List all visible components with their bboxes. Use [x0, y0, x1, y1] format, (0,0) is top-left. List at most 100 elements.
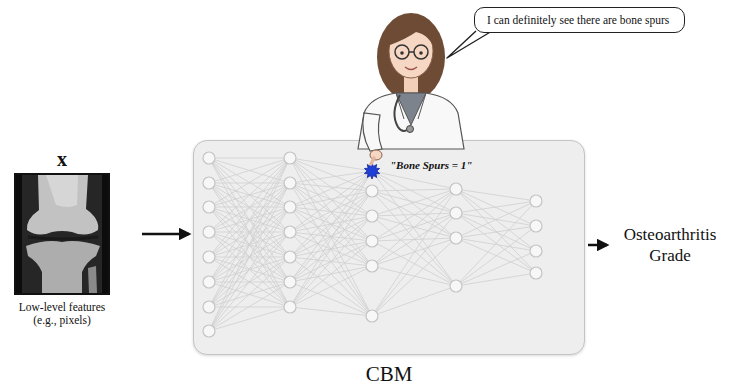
speech-bubble: I can definitely see there are bone spur…	[474, 7, 685, 33]
network-link	[456, 189, 536, 251]
illustration-part	[363, 113, 382, 151]
output-node: Osteoarthritis Grade	[610, 224, 730, 266]
illustration-part	[387, 19, 435, 51]
network-link	[290, 191, 372, 307]
network-unit	[203, 177, 215, 189]
network-unit	[366, 235, 378, 247]
network-link	[290, 171, 372, 183]
concept-unit	[364, 163, 379, 179]
illustration-part	[16, 175, 108, 293]
network-link	[372, 171, 456, 189]
network-link	[372, 266, 456, 286]
network-unit	[203, 152, 215, 164]
network-unit	[203, 276, 215, 288]
network-link	[290, 216, 372, 307]
network-unit	[450, 232, 462, 244]
model-name: CBM	[194, 362, 584, 386]
network-unit	[203, 226, 215, 238]
illustration-part	[88, 266, 97, 293]
network-link	[209, 158, 290, 183]
model-box: CBM "Bone Spurs = 1"	[193, 140, 585, 355]
network-link	[372, 189, 456, 216]
network-link	[456, 238, 536, 251]
network-link	[209, 158, 290, 232]
speech-text: I can definitely see there are bone spur…	[487, 13, 672, 27]
network-link	[209, 158, 290, 331]
network-link	[372, 213, 456, 266]
network-link	[372, 216, 456, 286]
network-link	[372, 213, 456, 216]
network-link	[372, 191, 456, 213]
network-link	[456, 273, 536, 286]
network-link	[290, 158, 372, 316]
illustration-part	[419, 51, 423, 55]
network-link	[372, 189, 456, 266]
network-link	[456, 189, 536, 201]
illustration-part	[371, 158, 374, 164]
network-unit	[203, 301, 215, 313]
illustration-part	[396, 93, 426, 119]
network-link	[372, 191, 456, 238]
concept-label: "Bone Spurs = 1"	[388, 159, 474, 172]
network-unit	[530, 195, 542, 207]
network-link	[290, 171, 372, 232]
network-link	[372, 189, 456, 316]
network-link	[290, 171, 372, 282]
network-link	[456, 226, 536, 286]
network-link	[456, 189, 536, 273]
network-unit	[284, 226, 296, 238]
network-link	[456, 201, 536, 213]
network-link	[209, 158, 290, 257]
network-link	[372, 238, 456, 316]
network-link	[290, 191, 372, 282]
network-link	[290, 241, 372, 307]
network-link	[372, 189, 456, 241]
network-link	[209, 158, 290, 207]
network-link	[372, 213, 456, 316]
illustration-part	[409, 51, 414, 53]
network-link	[456, 201, 536, 286]
network-link	[209, 158, 290, 307]
illustration-part	[28, 237, 98, 239]
network-unit	[203, 251, 215, 263]
network-link	[209, 307, 290, 331]
network-unit	[203, 201, 215, 213]
network-link	[290, 307, 372, 316]
illustration-part	[395, 45, 409, 59]
network-link	[209, 158, 290, 183]
network-link	[290, 183, 372, 316]
network-link	[372, 191, 456, 286]
illustration-part	[46, 175, 78, 207]
input-image: x Low-level features (e.g., pixels)	[12, 148, 112, 327]
network-link	[209, 158, 290, 257]
doctor-figure	[344, 1, 484, 171]
network-unit	[530, 267, 542, 279]
network-link	[290, 207, 372, 316]
illustration-part	[414, 45, 428, 59]
illustration-part	[407, 126, 414, 133]
network-link	[372, 241, 456, 286]
input-caption: Low-level features (e.g., pixels)	[12, 301, 112, 327]
network-link	[290, 266, 372, 307]
network-unit	[284, 301, 296, 313]
network-link	[372, 189, 456, 191]
network-link	[209, 158, 290, 232]
neural-network	[194, 141, 586, 356]
network-unit	[530, 245, 542, 257]
network-link	[290, 158, 372, 171]
speech-tail	[447, 31, 492, 58]
illustration-part	[396, 93, 426, 125]
illustration-part	[377, 13, 445, 101]
network-link	[456, 201, 536, 238]
network-unit	[284, 177, 296, 189]
network-unit	[450, 183, 462, 195]
network-unit	[284, 251, 296, 263]
output-label: Osteoarthritis Grade	[610, 224, 730, 266]
illustration-part	[400, 51, 404, 55]
network-link	[209, 207, 290, 331]
network-link	[456, 226, 536, 238]
network-unit	[530, 220, 542, 232]
network-unit	[284, 201, 296, 213]
network-link	[209, 158, 290, 282]
network-unit	[366, 310, 378, 322]
